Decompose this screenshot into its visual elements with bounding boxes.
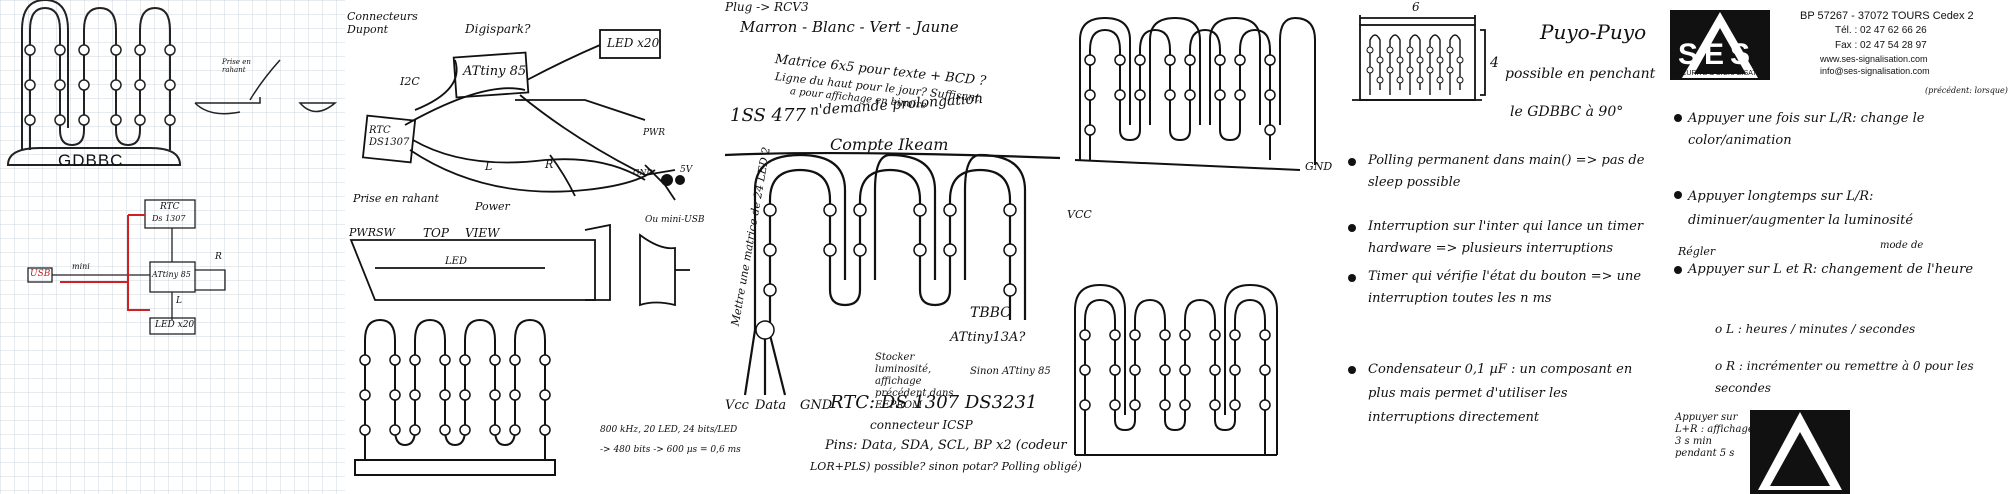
possible-note: possible en penchant bbox=[1505, 66, 1656, 82]
puyo-sheet: 6 4 Puyo-Puyo possible en penchant le GD… bbox=[1330, 0, 1670, 494]
grid-sheet: GDBBC Prise en rahant RTC Ds 1307 ATtiny… bbox=[0, 0, 345, 494]
gdbbc-views-sheet: GND VCC bbox=[1065, 0, 1333, 494]
hardware-sketch-sheet: Connecteurs Dupont Digispark? I2C ATtiny… bbox=[345, 0, 720, 494]
mode-note: mode de bbox=[1880, 240, 1924, 251]
n4-label: 4 bbox=[1490, 55, 1499, 71]
colors-note: Marron - Blanc - Vert - Jaune bbox=[740, 18, 959, 36]
b1-note: Appuyer une fois sur L/R: change le colo… bbox=[1688, 111, 1925, 148]
n6-label: 6 bbox=[1412, 0, 1420, 14]
interruption-note: Interruption sur l'inter qui lance un ti… bbox=[1368, 219, 1644, 256]
ses-web: www.ses-signalisation.com bbox=[1820, 54, 1928, 64]
r-label: R bbox=[215, 252, 222, 262]
gdbbc-views-drawing bbox=[1074, 16, 1316, 456]
led-sketch-label: LED x20 bbox=[607, 36, 660, 50]
regler-note: Régler bbox=[1678, 245, 1716, 258]
pwr-label: PWR bbox=[643, 128, 666, 138]
r-sketch-label: R bbox=[545, 158, 554, 171]
5v-label: 5V bbox=[680, 165, 693, 175]
plug-note: Plug -> RCV3 bbox=[725, 0, 809, 14]
vcc-view-label: VCC bbox=[1067, 208, 1092, 221]
pwrsw-label: PWRSW bbox=[349, 226, 395, 239]
led-strip-label: LED bbox=[445, 256, 467, 267]
gdbbc-note: le GDBBC à 90° bbox=[1510, 104, 1624, 120]
gdbbc-sketch bbox=[6, 0, 182, 166]
power-label: Power bbox=[475, 200, 510, 213]
connecteurs-label: Connecteurs Dupont bbox=[347, 10, 418, 36]
ses-bp: BP 57267 - 37072 TOURS Cedex 2 bbox=[1800, 10, 1974, 22]
appuyer-note: Appuyer sur L+R : affichage 3 s min pend… bbox=[1675, 412, 1754, 459]
rtc-sketch-label: RTC DS1307 bbox=[369, 125, 410, 148]
attiny-sketch-label: ATtiny 85 bbox=[463, 64, 527, 79]
b3-note: Appuyer sur L et R: changement de l'heur… bbox=[1688, 262, 1974, 277]
rtc-label: RTC bbox=[160, 202, 180, 212]
top-label: TOP bbox=[423, 226, 449, 240]
l-label: L bbox=[176, 296, 182, 306]
stocker-note: Stocker luminosité, affichage précédent … bbox=[875, 352, 954, 411]
digispark-label: Digispark? bbox=[465, 22, 531, 36]
puyo-drawing bbox=[1348, 15, 1486, 374]
tbbc-label: TBBC bbox=[970, 305, 1011, 321]
rtc-chip-label: Ds 1307 bbox=[152, 214, 186, 223]
ses-tel: Tél. : 02 47 62 66 26 bbox=[1835, 25, 1927, 36]
icsp-note: connecteur ICSP bbox=[870, 418, 973, 432]
led-label: LED x20 bbox=[155, 320, 195, 330]
compte-note: Compte Ikeam bbox=[830, 135, 949, 154]
notes-sheet: Plug -> RCV3 Marron - Blanc - Vert - Jau… bbox=[720, 0, 1082, 494]
polling-note: Polling permanent dans main() => pas de … bbox=[1368, 153, 1645, 190]
attiny13-label: ATtiny13A? bbox=[950, 330, 1026, 345]
mini-label: mini bbox=[72, 262, 90, 271]
gnd-sketch-label: GND bbox=[633, 168, 653, 177]
vcc-label: Vcc bbox=[725, 398, 749, 413]
usb-label: USB bbox=[30, 269, 51, 279]
ses-logo-sub: SECURITE & SIGNALISATION bbox=[1672, 70, 1770, 77]
i2c-label: I2C bbox=[400, 75, 420, 88]
ses-logo-bottom bbox=[1750, 410, 1850, 494]
prise-sketch-label: Prise en rahant bbox=[353, 192, 439, 205]
gnd-view-label: GND bbox=[1305, 160, 1333, 173]
gdbbc-title: GDBBC bbox=[58, 151, 124, 170]
grid-sheet-drawing bbox=[0, 0, 345, 494]
ses-logo-text: SES bbox=[1678, 38, 1757, 71]
puyo-title: Puyo-Puyo bbox=[1540, 20, 1647, 44]
view-label: VIEW bbox=[465, 226, 500, 240]
freq-note-visible: 800 kHz, 20 LED, 24 bits/LED bbox=[600, 425, 738, 435]
data-label: Data bbox=[755, 398, 787, 413]
gnd-label: GND bbox=[800, 398, 833, 413]
prise-label: Prise en rahant bbox=[222, 58, 251, 74]
ol-note: o L : heures / minutes / secondes bbox=[1715, 322, 1916, 336]
ref-note: 1SS 477 bbox=[730, 105, 806, 126]
ses-mail: info@ses-signalisation.com bbox=[1820, 66, 1930, 76]
ses-logo-top bbox=[1670, 10, 1770, 80]
timer-note: Timer qui vérifie l'état du bouton => un… bbox=[1368, 269, 1642, 306]
attiny-label: ATtiny 85 bbox=[152, 270, 191, 279]
hardware-sketch-drawing bbox=[349, 29, 690, 476]
l-sketch-label: L bbox=[485, 160, 493, 173]
time-note: -> 480 bits -> 600 µs = 0,6 ms bbox=[600, 445, 741, 455]
ses-fax: Fax : 02 47 54 28 97 bbox=[1835, 40, 1927, 51]
ses-logo-drawing bbox=[1670, 10, 1850, 494]
notes-drawing bbox=[724, 151, 1061, 396]
pins2-note: LOR+PLS) possible? sinon potar? Polling … bbox=[810, 460, 1082, 473]
sinon-label: Sinon ATtiny 85 bbox=[970, 366, 1051, 377]
pins-note: Pins: Data, SDA, SCL, BP x2 (codeur bbox=[825, 438, 1067, 453]
mini-usb-label: Ou mini-USB bbox=[645, 215, 705, 225]
condensateur-note: Condensateur 0,1 µF : un composant en pl… bbox=[1368, 362, 1633, 425]
or-note: o R : incrémenter ou remettre à 0 pour l… bbox=[1715, 359, 1974, 395]
precedent-note: (précédent: lorsque) bbox=[1925, 86, 2008, 95]
rtc-note: RTC: DS 1307 DS3231 bbox=[830, 392, 1038, 413]
ses-sheet: SES SECURITE & SIGNALISATION BP 57267 - … bbox=[1670, 0, 2008, 494]
b2-note: Appuyer longtemps sur L/R: diminuer/augm… bbox=[1688, 189, 1914, 228]
